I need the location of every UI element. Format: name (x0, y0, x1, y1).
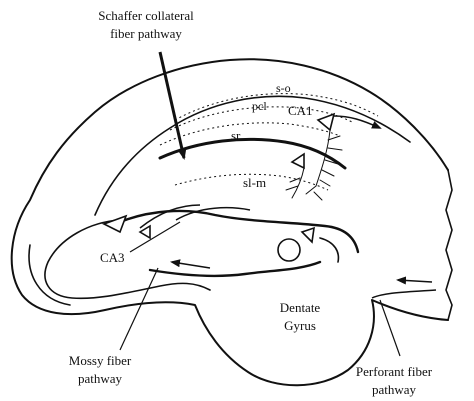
ca1-label: CA1 (288, 103, 313, 118)
sr-boundary (159, 122, 341, 146)
ca3-leader-line (129, 221, 181, 253)
perforant-fiber-line (371, 289, 437, 299)
ca3-neuron-triangle (101, 214, 128, 234)
ca3-schaffer-fiber (139, 204, 201, 229)
schaffer-label-line2: fiber pathway (110, 26, 182, 41)
ca3-neuron-small-triangle (138, 224, 151, 240)
dentate-to-ca3-fiber (175, 206, 251, 221)
cut-edge (445, 169, 453, 321)
ca3-loop (44, 219, 211, 300)
ca1-dendrites (285, 129, 343, 201)
s-o-label: s-o (276, 81, 291, 95)
dentate-lower-arc (148, 260, 322, 278)
pcl-label: pcl (252, 99, 267, 113)
perforant-leader-line (379, 299, 401, 357)
dendrite-branch-1 (319, 135, 343, 187)
dentate-neuron-triangle (300, 226, 315, 244)
granule-cell-circle (277, 238, 301, 262)
perforant-label-line2: pathway (372, 382, 417, 397)
so-boundary (174, 93, 379, 121)
mossy-label-line2: pathway (78, 371, 123, 386)
schaffer-collateral-arrow (158, 51, 187, 160)
ca1-neuron-triangle (316, 112, 336, 132)
dentate-label-line1: Dentate (280, 300, 321, 315)
schaffer-label-line1: Schaffer collateral (98, 8, 194, 23)
dentate-blade-inner (319, 237, 340, 263)
ca1-pyramidal-arc (158, 137, 347, 170)
dentate-label-line2: Gyrus (284, 318, 316, 333)
ca3-label: CA3 (100, 250, 125, 265)
mossy-leader-line (119, 267, 159, 351)
mossy-fiber-arrow (170, 259, 211, 269)
perforant-label-line1: Perforant fiber (356, 364, 433, 379)
ca1-neuron-lower-triangle (290, 152, 305, 170)
hippocampus-outline (10, 58, 449, 387)
dendrite-trunk (315, 129, 331, 187)
ventral-outline (28, 244, 71, 306)
dendrite-branch-3 (305, 185, 323, 201)
sl-m-label: sl-m (243, 175, 266, 190)
mossy-label-line1: Mossy fiber (69, 353, 132, 368)
ca1-output-arrow (333, 115, 382, 129)
sr-label: sr (231, 128, 241, 143)
dendrite-branch-2 (285, 167, 305, 199)
inner-arch-outline (94, 95, 411, 216)
perforant-input-arrow (396, 276, 433, 285)
slm-boundary (174, 173, 329, 191)
